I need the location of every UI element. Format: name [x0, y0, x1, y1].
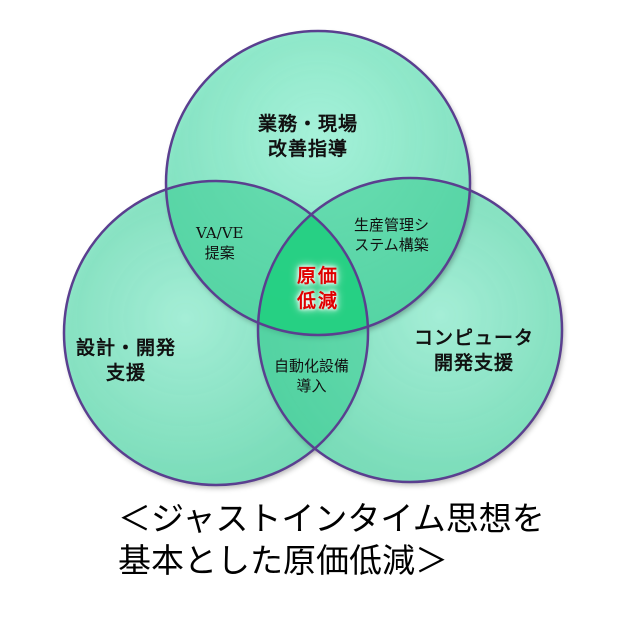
- overlap-center: [258, 181, 368, 335]
- label-left-circle: 設計・開発 支援: [76, 337, 177, 385]
- label-overlap-top-right: 生産管理シ ステム構築: [354, 216, 430, 254]
- label-overlap-left-right: 自動化設備 導入: [274, 357, 350, 395]
- diagram-caption: ＜ジャストインタイム思想を 基本とした原価低減＞: [118, 499, 545, 580]
- circle-top-outline: [164, 29, 472, 337]
- label-right-circle: コンピュータ 開発支援: [414, 327, 535, 375]
- circle-left-outline: [62, 179, 370, 487]
- label-center: 原価 低減: [297, 265, 340, 313]
- circle-right-outline: [256, 176, 564, 484]
- label-overlap-top-left: VA/VE 提案: [196, 224, 244, 262]
- label-top-circle: 業務・現場 改善指導: [258, 113, 359, 161]
